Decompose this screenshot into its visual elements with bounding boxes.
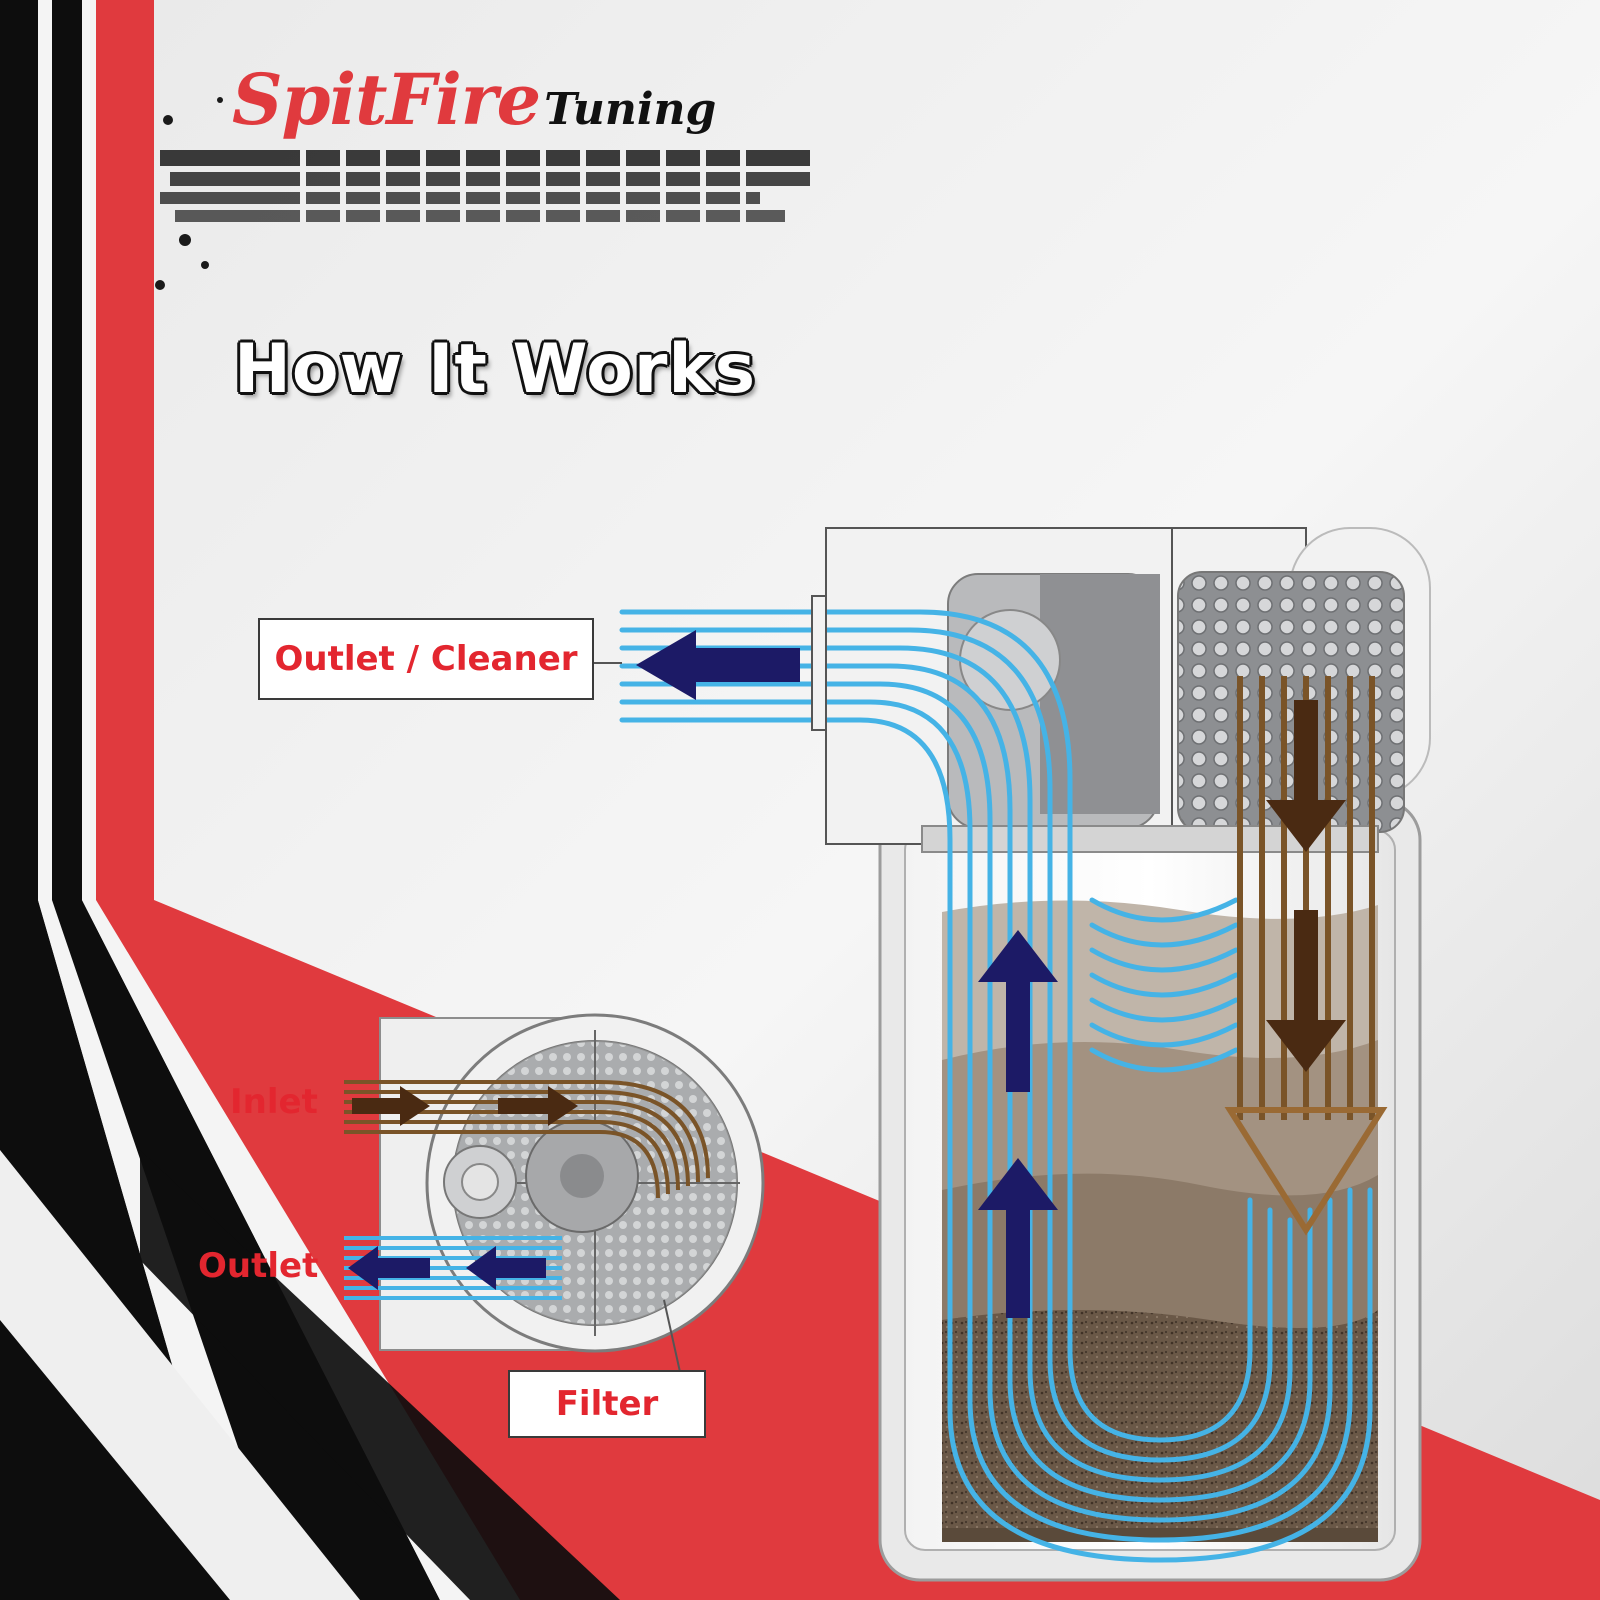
arrow-left-icon <box>466 1246 546 1290</box>
arrow-up-icon <box>978 1158 1058 1318</box>
clean-air-flow <box>619 609 1373 1563</box>
brand-name-black: Tuning <box>544 84 717 135</box>
arrow-up-icon <box>978 930 1058 1092</box>
catch-can-canister <box>825 527 1431 1582</box>
arrow-right-icon <box>352 1086 430 1126</box>
inlet-label: Inlet <box>230 1082 318 1122</box>
arrow-right-icon <box>498 1086 578 1126</box>
brand-logo: SpitFireTuning <box>232 58 716 141</box>
top-view-diagram <box>344 1013 765 1373</box>
outlet-cleaner-label: Outlet / Cleaner <box>258 618 594 700</box>
arrow-left-icon <box>348 1246 430 1290</box>
outlet-port <box>811 595 827 731</box>
filter-label: Filter <box>508 1370 706 1438</box>
page-title: How It Works <box>234 330 757 409</box>
outlet-label: Outlet <box>198 1246 319 1286</box>
brand-name-red: SpitFire <box>232 58 541 141</box>
flow-direction-arrows <box>636 630 1346 1318</box>
arrow-down-icon <box>1266 910 1346 1072</box>
arrow-down-icon <box>1266 700 1346 852</box>
tire-track-graphic <box>155 97 810 290</box>
arrow-left-icon <box>636 630 800 700</box>
